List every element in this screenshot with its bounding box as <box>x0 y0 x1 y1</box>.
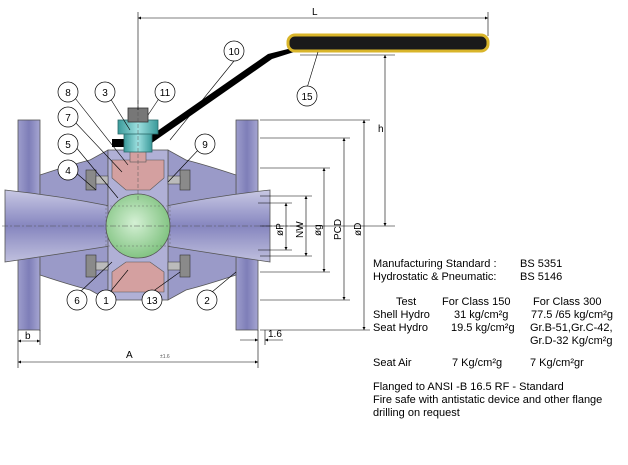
callout-text-2: 2 <box>204 296 210 307</box>
note-fire-safe: Fire safe with antistatic device and oth… <box>373 394 603 406</box>
dim-dia-d: øD <box>353 223 364 236</box>
callout-text-7: 7 <box>65 113 71 124</box>
dim-L: L <box>312 7 318 18</box>
dim-dia-g: øg <box>313 224 324 236</box>
callout-text-8: 8 <box>65 88 71 99</box>
table-head-300: For Class 300 <box>533 296 602 308</box>
callout-10 <box>223 40 245 62</box>
callout-5 <box>57 133 79 155</box>
callout-13 <box>141 289 163 311</box>
callout-8 <box>57 81 79 103</box>
callout-text-5: 5 <box>65 140 71 151</box>
seat-lower <box>111 261 165 293</box>
callout-6 <box>66 289 88 311</box>
dim-A: A <box>126 350 133 361</box>
seat-hydro-300-l1: Gr.B-51,Gr.C-42, <box>530 322 613 334</box>
callout-7 <box>57 106 79 128</box>
callout-4 <box>57 159 79 181</box>
stem-assembly <box>117 100 159 200</box>
dim-nw: NW <box>295 221 306 238</box>
seat-air-150: 7 Kg/cm²g <box>452 357 503 369</box>
callout-11 <box>154 81 176 103</box>
dim-dia-p: øP <box>275 223 286 236</box>
dim-pcd: PCD <box>333 219 344 240</box>
callout-text-3: 3 <box>102 88 108 99</box>
note-ansi: Flanged to ANSI -B 16.5 RF - Standard <box>373 381 564 393</box>
handle-grip <box>286 33 490 53</box>
callout-15 <box>296 85 318 107</box>
seat-air-label: Seat Air <box>373 357 412 369</box>
mfg-standard-value: BS 5351 <box>520 258 563 270</box>
callout-text-11: 11 <box>160 88 171 99</box>
seat-air-300: 7 Kg/cm²gr <box>530 357 584 369</box>
seat-hydro-label: Seat Hydro <box>373 322 429 334</box>
callout-text-10: 10 <box>228 47 240 58</box>
callout-2 <box>196 289 218 311</box>
note-drilling: drilling on request <box>373 407 460 419</box>
dimension-lines <box>17 12 489 368</box>
mfg-standard-label: Manufacturing Standard : <box>373 258 497 270</box>
callout-text-4: 4 <box>65 166 71 177</box>
dim-b: b <box>25 331 31 342</box>
callout-text-13: 13 <box>146 296 158 307</box>
callout-text-6: 6 <box>74 296 80 307</box>
shell-hydro-label: Shell Hydro <box>373 309 430 321</box>
hydro-label: Hydrostatic & Pneumatic: <box>373 271 497 283</box>
dim-h: h <box>378 124 384 135</box>
callout-1 <box>95 289 117 311</box>
callout-9 <box>194 133 216 155</box>
callout-3 <box>94 81 116 103</box>
callout-text-1: 1 <box>103 296 109 307</box>
dim-flange-thk: 1.6 <box>268 329 282 340</box>
shell-hydro-150: 31 kg/cm²g <box>454 309 509 321</box>
seat-hydro-150: 19.5 kg/cm²g <box>451 322 515 334</box>
table-head-150: For Class 150 <box>442 296 511 308</box>
dim-tol: ±1.6 <box>160 354 170 360</box>
leader-lines <box>74 51 319 293</box>
callout-text-9: 9 <box>202 140 208 151</box>
table-head-test: Test <box>396 296 417 308</box>
hydro-value: BS 5146 <box>520 271 563 283</box>
callout-text-15: 15 <box>301 92 313 103</box>
seat-hydro-300-l2: Gr.D-32 Kg/cm²g <box>530 335 613 347</box>
shell-hydro-300: 77.5 /65 kg/cm²g <box>531 309 613 321</box>
